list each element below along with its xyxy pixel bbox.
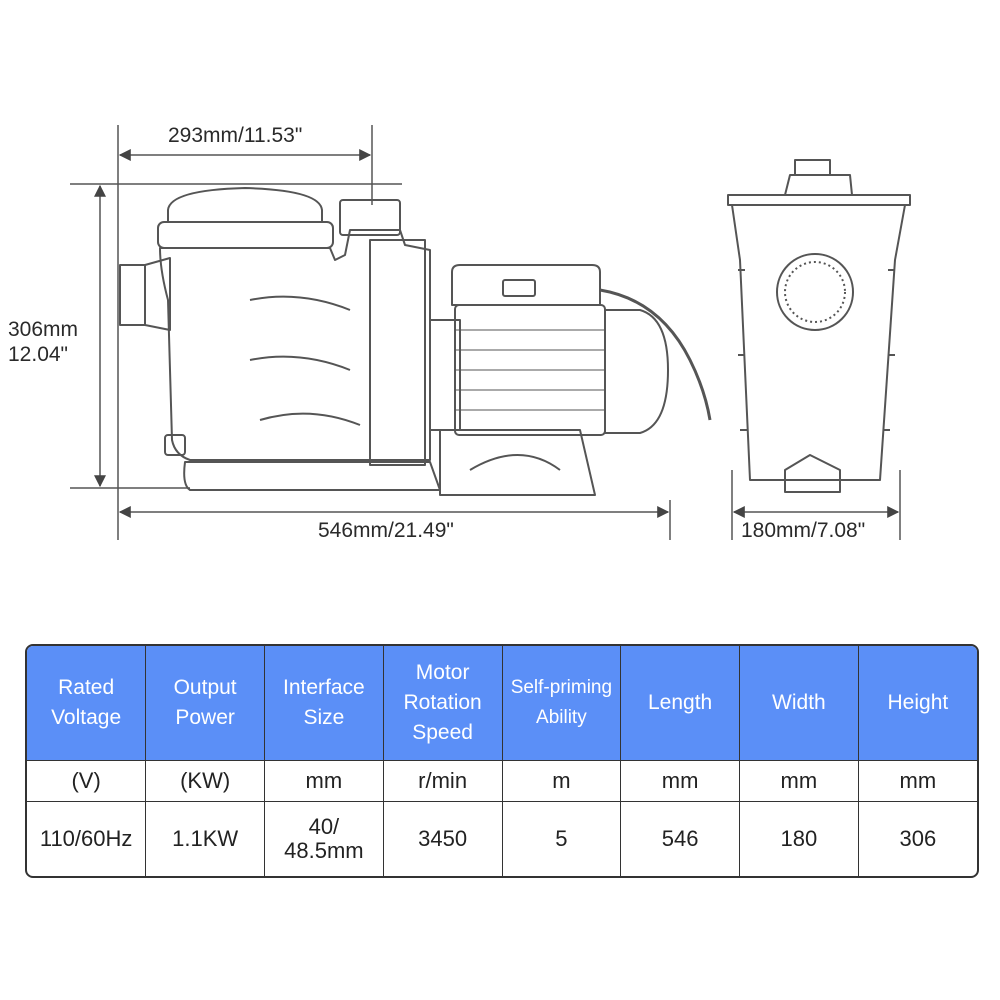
unit-cell: (V) (27, 760, 147, 802)
value-cell: 5 (502, 801, 622, 876)
value-cell: 40/48.5mm (264, 801, 384, 876)
unit-cell: mm (858, 760, 977, 802)
pump-motor (429, 264, 712, 496)
table-units-row: (V) (KW) mm r/min m mm mm mm (27, 760, 977, 802)
dim-height-in: 12.04" (8, 343, 69, 366)
unit-cell: mm (620, 760, 740, 802)
value-cell: 546 (620, 801, 740, 876)
unit-cell: r/min (383, 760, 503, 802)
unit-cell: mm (739, 760, 859, 802)
table-values-row: 110/60Hz 1.1KW 40/48.5mm 3450 5 546 180 … (27, 801, 977, 876)
dim-height-mm: 306mm (8, 318, 79, 341)
value-cell: 110/60Hz (27, 801, 147, 876)
dimension-lines (70, 125, 901, 540)
unit-cell: mm (264, 760, 384, 802)
dim-width: 180mm/7.08" (741, 519, 866, 542)
dim-inlet-outlet: 293mm/11.53" (168, 124, 303, 147)
value-cell: 1.1KW (145, 801, 265, 876)
unit-cell: m (502, 760, 622, 802)
dim-length: 546mm/21.49" (318, 519, 454, 542)
value-cell: 3450 (383, 801, 503, 876)
header-length: Length (620, 646, 740, 761)
unit-cell: (KW) (145, 760, 265, 802)
header-width: Width (739, 646, 859, 761)
header-height: Height (858, 646, 977, 761)
value-cell: 180 (739, 801, 859, 876)
value-cell: 306 (899, 826, 937, 851)
pump-dimension-drawing (70, 125, 911, 540)
pump-front-view (727, 159, 911, 493)
pump-side-view (119, 187, 441, 491)
